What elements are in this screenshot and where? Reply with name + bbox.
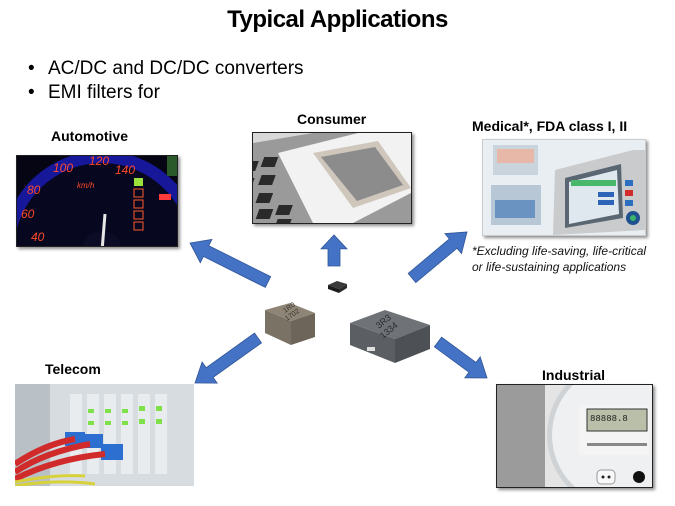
bullet-text: AC/DC and DC/DC converters (48, 58, 304, 79)
gauge-80: 80 (27, 183, 41, 197)
bullet-list: • AC/DC and DC/DC converters • EMI filte… (28, 57, 304, 105)
medical-monitor-icon (483, 140, 645, 235)
medical-label: Medical*, FDA class I, II (472, 118, 628, 134)
small-chip-inductor (328, 281, 347, 293)
industrial-label: Industrial (542, 367, 606, 383)
slide-title: Typical Applications (227, 6, 448, 33)
automotive-image: 40 60 80 100 120 140 km/h (16, 155, 178, 247)
medical-image (482, 139, 646, 236)
gauge-100: 100 (53, 161, 73, 175)
gauge-140: 140 (115, 163, 135, 177)
inductor-1r0: 1R0 1702 (265, 301, 315, 345)
network-cables-icon (15, 384, 194, 486)
footnote-line-2: or life-sustaining applications (472, 260, 627, 274)
consumer-label: Consumer (297, 111, 367, 127)
bullet-text: EMI filters for (48, 82, 160, 103)
arrow-to-industrial-icon (433, 336, 488, 379)
telecom-image (15, 384, 194, 486)
industrial-image: 88888.8 (496, 384, 653, 488)
arrow-to-telecom-icon (194, 332, 263, 384)
gauge-120: 120 (89, 156, 109, 168)
components-layer: 1R0 1702 3R3 1334 (265, 281, 430, 363)
bullet-item: • EMI filters for (28, 81, 304, 105)
telecom-label: Telecom (45, 361, 101, 377)
speedometer-icon: 40 60 80 100 120 140 km/h (17, 156, 177, 246)
arrow-to-medical-icon (407, 231, 468, 284)
bullet-icon: • (28, 82, 35, 103)
bullet-item: • AC/DC and DC/DC converters (28, 57, 304, 81)
bullet-icon: • (28, 58, 35, 79)
automotive-label: Automotive (51, 128, 128, 144)
laptop-phone-icon (253, 133, 411, 223)
gauge-60: 60 (21, 207, 35, 221)
meter-display: 88888.8 (590, 414, 628, 424)
power-meter-icon: 88888.8 (497, 385, 652, 487)
inductor-3r3: 3R3 1334 (350, 310, 430, 363)
footnote-line-1: *Excluding life-saving, life-critical (472, 244, 647, 258)
gauge-unit: km/h (77, 181, 95, 190)
medical-footnote: *Excluding life-saving, life-critical or… (472, 243, 646, 275)
gauge-40: 40 (31, 230, 45, 244)
arrow-to-automotive-icon (189, 238, 272, 288)
consumer-image (252, 132, 412, 224)
arrow-to-consumer-icon (320, 234, 348, 267)
